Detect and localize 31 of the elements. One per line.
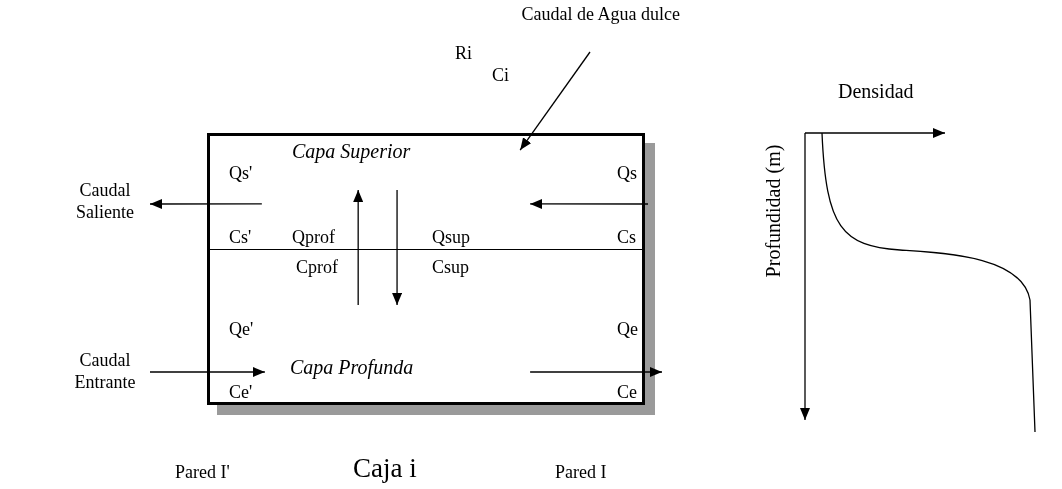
wall-label: Pared I [555, 463, 607, 483]
flow-label: Caudal Entrante [60, 350, 150, 398]
flow-symbol: Qe' [229, 320, 254, 340]
arrow [529, 198, 649, 209]
concentration-symbol: Cs [617, 228, 636, 248]
axis-label: Profundidad (m) [762, 143, 784, 280]
wall-label: Pared I' [175, 463, 230, 483]
layer-title: Capa Profunda [290, 356, 414, 378]
arrow [353, 189, 364, 306]
concentration-symbol: Ce [617, 383, 637, 403]
arrow [149, 199, 263, 209]
flow-label: Caudal Saliente [60, 180, 150, 228]
label: Ci [492, 66, 509, 86]
concentration-symbol: Ce' [229, 383, 253, 403]
arrow [529, 367, 663, 377]
flow-label: Caudal de Agua dulce [520, 4, 680, 52]
flow-symbol: Qsup [432, 228, 470, 248]
label: Ri [455, 44, 472, 64]
flow-symbol: Qprof [292, 228, 335, 248]
flow-symbol: Qs' [229, 164, 253, 184]
arrow [519, 51, 591, 151]
concentration-symbol: Cprof [296, 258, 338, 278]
arrow [149, 367, 266, 377]
arrow [392, 189, 403, 306]
axis-label: Densidad [838, 80, 914, 102]
flow-symbol: Qe [617, 320, 638, 340]
layer-title: Capa Superior [292, 140, 411, 162]
concentration-symbol: Cs' [229, 228, 252, 248]
box-caption: Caja i [353, 454, 417, 484]
flow-symbol: Qs [617, 164, 637, 184]
concentration-symbol: Csup [432, 258, 469, 278]
